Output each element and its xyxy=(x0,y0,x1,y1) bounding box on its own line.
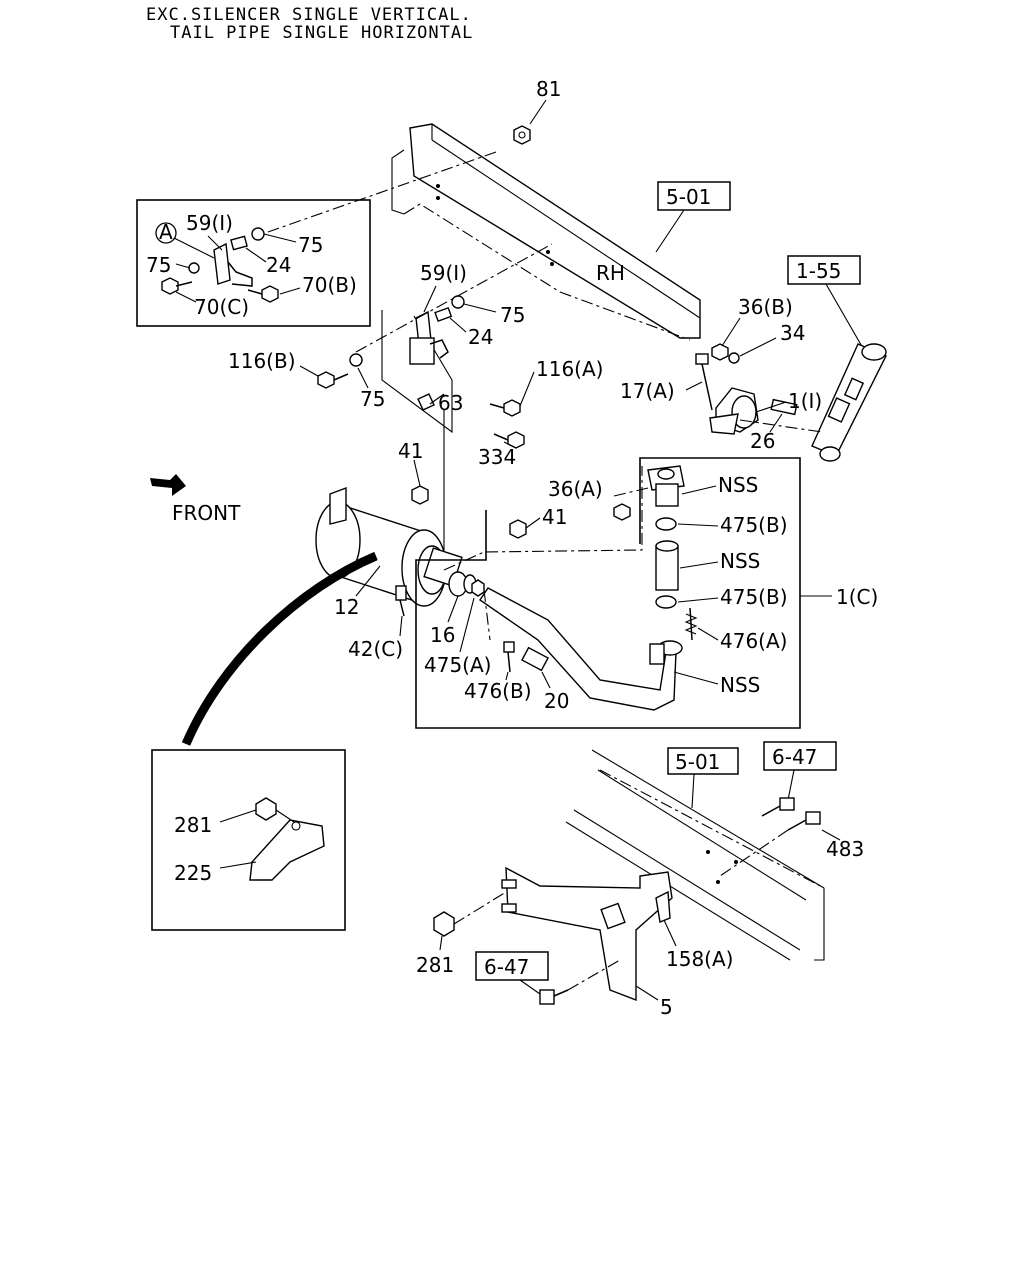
ref-box-manifold[interactable] xyxy=(787,255,861,285)
label-41-a: 41 xyxy=(398,439,423,463)
bracket-225[interactable] xyxy=(249,819,325,881)
label-16: 16 xyxy=(430,623,455,647)
exhaust-manifold[interactable] xyxy=(811,343,887,462)
label-158a: 158(A) xyxy=(666,947,733,971)
label-24: 24 xyxy=(468,325,493,349)
detail-box-a xyxy=(136,199,371,327)
label-34: 34 xyxy=(780,321,805,345)
nut-81[interactable] xyxy=(513,125,531,145)
label-225: 225 xyxy=(174,861,212,885)
detail-box-bracket xyxy=(151,749,346,931)
ref-bracket-left: 6-47 xyxy=(484,955,529,979)
bolt-476b[interactable] xyxy=(503,641,515,673)
label-75-detail-r: 75 xyxy=(298,233,323,257)
label-63: 63 xyxy=(438,391,463,415)
label-26: 26 xyxy=(750,429,775,453)
ref-frame-bottom: 5-01 xyxy=(675,750,720,774)
label-12: 12 xyxy=(334,595,359,619)
ref-bracket-right: 6-47 xyxy=(772,745,817,769)
label-116b: 116(B) xyxy=(228,349,296,373)
label-42c: 42(C) xyxy=(348,637,403,661)
label-nss-2: NSS xyxy=(720,549,760,573)
pipe-nss[interactable] xyxy=(655,540,679,591)
label-nss-3: NSS xyxy=(720,673,760,697)
ref-box-frame-bottom[interactable] xyxy=(667,747,739,775)
bolt-42c[interactable] xyxy=(395,585,407,617)
clamp-20[interactable] xyxy=(521,646,549,672)
label-nss-1: NSS xyxy=(718,473,758,497)
gasket-475b-1[interactable] xyxy=(655,517,677,531)
rh-label: RH xyxy=(596,261,625,285)
detail-leader-curve xyxy=(181,551,378,746)
label-59-detail: 59(I) xyxy=(186,211,233,235)
washer-34[interactable] xyxy=(728,352,740,364)
label-75-b: 75 xyxy=(360,387,385,411)
label-59: 59(I) xyxy=(420,261,467,285)
ref-manifold: 1-55 xyxy=(796,259,841,283)
ref-box-frame-top[interactable] xyxy=(657,181,731,211)
bolt-476a[interactable] xyxy=(684,607,698,641)
exhaust-pipe-nss[interactable] xyxy=(479,587,683,711)
label-476a: 476(A) xyxy=(720,629,787,653)
label-116a: 116(A) xyxy=(536,357,603,381)
label-1c: 1(C) xyxy=(836,585,878,609)
label-70b: 70(B) xyxy=(302,273,357,297)
flange-nss[interactable] xyxy=(647,465,685,507)
clip-158a[interactable] xyxy=(655,890,671,923)
upper-frame-rail xyxy=(391,123,701,341)
label-36b: 36(B) xyxy=(738,295,793,319)
bolt-483[interactable] xyxy=(787,811,821,831)
nut-36a[interactable] xyxy=(613,503,631,521)
label-5: 5 xyxy=(660,995,673,1019)
gasket-475b-2[interactable] xyxy=(655,595,677,609)
nut-41-a[interactable] xyxy=(411,485,429,505)
center-bracket[interactable] xyxy=(317,295,525,449)
label-476b: 476(B) xyxy=(464,679,532,703)
detail-circle-a: A xyxy=(159,220,173,244)
label-81: 81 xyxy=(536,77,561,101)
nut-281[interactable] xyxy=(433,911,455,937)
label-483: 483 xyxy=(826,837,864,861)
nut-281-detail[interactable] xyxy=(255,797,277,821)
nut-41-b[interactable] xyxy=(509,519,527,539)
nut-475a[interactable] xyxy=(471,579,485,597)
ref-frame-top: 5-01 xyxy=(666,185,711,209)
label-334: 334 xyxy=(478,445,516,469)
label-20: 20 xyxy=(544,689,569,713)
label-41-b: 41 xyxy=(542,505,567,529)
front-arrow-icon xyxy=(150,474,186,496)
label-281: 281 xyxy=(416,953,454,977)
detail-a-clamp[interactable] xyxy=(161,227,279,303)
label-75-a: 75 xyxy=(500,303,525,327)
header-line-1: EXC.SILENCER SINGLE VERTICAL. xyxy=(146,5,472,25)
ref-box-bracket-left[interactable] xyxy=(475,951,549,981)
label-475b-1: 475(B) xyxy=(720,513,788,537)
ref-box-bracket-right[interactable] xyxy=(763,741,837,771)
label-70c: 70(C) xyxy=(194,295,249,319)
front-label: FRONT xyxy=(172,501,241,525)
label-17a: 17(A) xyxy=(620,379,675,403)
lower-frame-rail xyxy=(565,749,825,961)
header-line-2: TAIL PIPE SINGLE HORIZONTAL xyxy=(170,23,474,43)
label-36a: 36(A) xyxy=(548,477,603,501)
label-1i: 1(I) xyxy=(788,389,822,413)
muffler-12[interactable] xyxy=(315,486,463,607)
label-75-detail-l: 75 xyxy=(146,253,171,277)
label-24-detail: 24 xyxy=(266,253,291,277)
nut-36b[interactable] xyxy=(711,343,729,361)
bolt-6-47-left[interactable] xyxy=(539,989,569,1005)
label-475a: 475(A) xyxy=(424,653,491,677)
label-281-detail: 281 xyxy=(174,813,212,837)
bracket-plate-5[interactable] xyxy=(501,866,673,1002)
exhaust-elbow[interactable] xyxy=(709,387,759,435)
bolt-6-47-right[interactable] xyxy=(761,797,795,817)
label-475b-2: 475(B) xyxy=(720,585,788,609)
stud-17a[interactable] xyxy=(695,353,713,411)
